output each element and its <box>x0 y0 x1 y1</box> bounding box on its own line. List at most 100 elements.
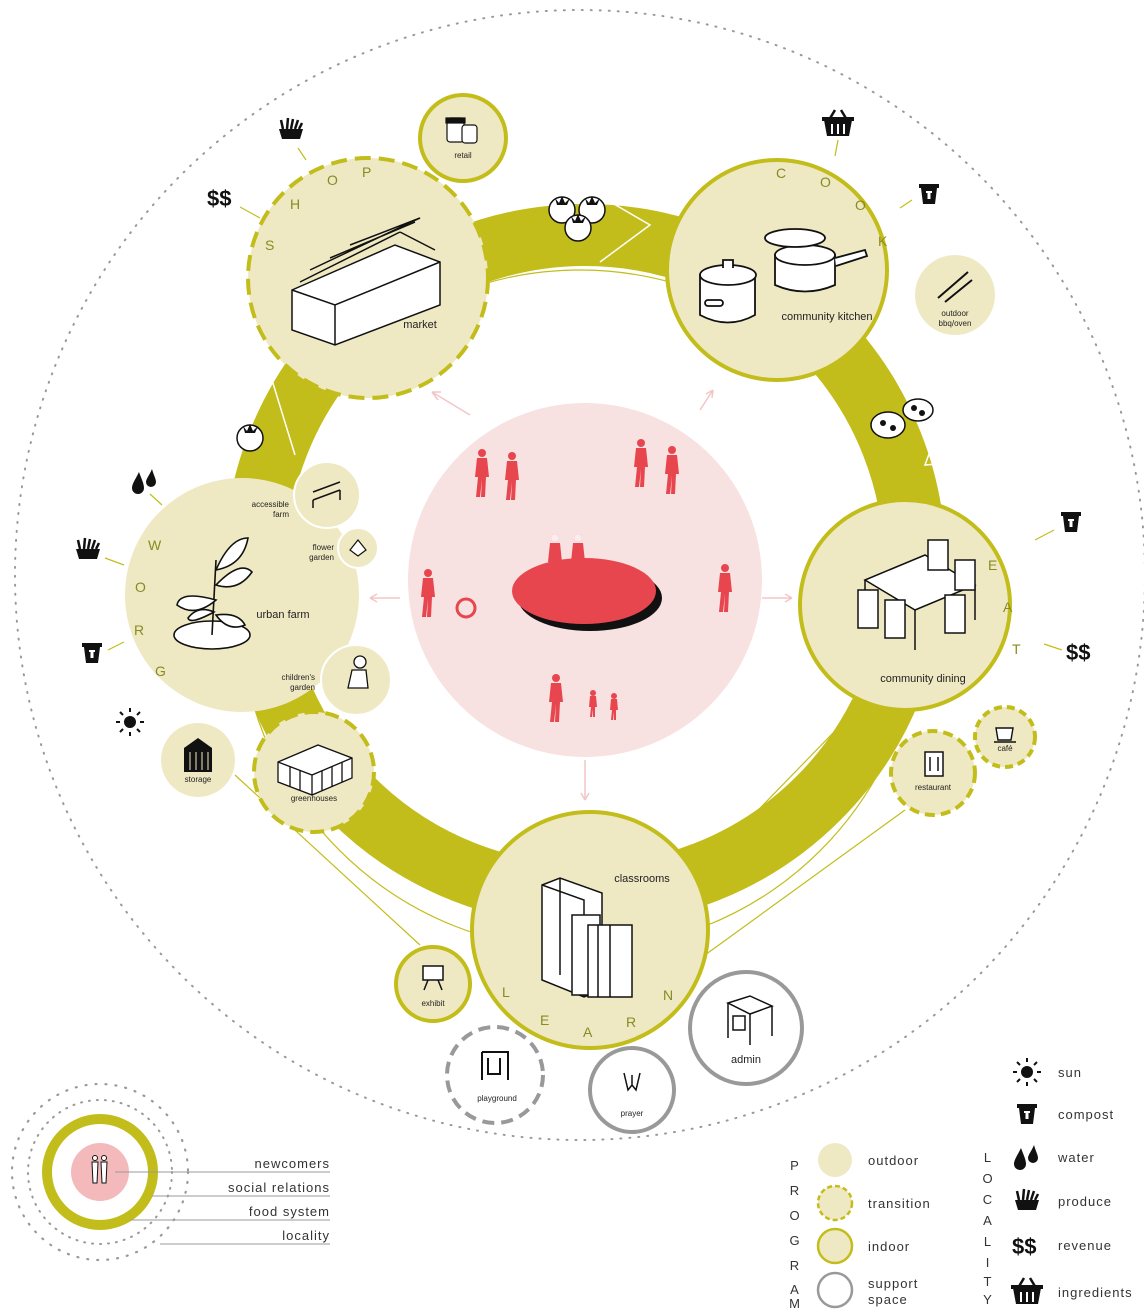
eat-letter: T <box>1012 641 1021 657</box>
greenhouses-satellite: greenhouses <box>252 710 376 834</box>
locality-letter: A <box>983 1213 993 1228</box>
cafe-satellite: café <box>973 705 1037 769</box>
playground-satellite: playground <box>445 1025 545 1125</box>
program-legend: P R O G R A M outdoor transition indoor … <box>789 1143 930 1310</box>
ingredients-basket-icon <box>820 108 856 138</box>
revenue-icon: $$ <box>1012 1234 1036 1259</box>
shop-letter: O <box>327 172 338 188</box>
locality-boundary <box>14 9 1144 1141</box>
shed-icon <box>184 738 212 772</box>
playground-label: playground <box>477 1094 517 1103</box>
flower-icon <box>349 539 367 557</box>
scale-legend-label: food system <box>249 1204 330 1219</box>
shop-letter: S <box>265 237 274 253</box>
program-letter: A <box>790 1282 800 1297</box>
exhibit-satellite: exhibit <box>394 945 472 1023</box>
program-legend-label: support <box>868 1276 918 1291</box>
produce-icon <box>277 116 305 141</box>
prayer-label: prayer <box>621 1109 644 1118</box>
scale-legend-label: locality <box>282 1228 330 1243</box>
coffee-cup-icon <box>994 727 1016 743</box>
locality-legend-label: compost <box>1058 1107 1114 1122</box>
tomato-icon <box>236 423 264 452</box>
couple-icon <box>91 1155 108 1184</box>
compost-bin-icon <box>82 643 102 663</box>
menu-icon <box>924 751 944 777</box>
indoor-swatch <box>816 1227 854 1265</box>
swing-icon <box>481 1051 509 1080</box>
classrooms-label: classrooms <box>614 873 670 885</box>
scale-legend-label: newcomers <box>255 1156 330 1171</box>
greenhouses-label: greenhouses <box>291 794 337 803</box>
admin-satellite: admin <box>688 970 804 1086</box>
program-letter: O <box>789 1208 800 1223</box>
shop-letter: P <box>362 164 371 180</box>
plant-icon <box>173 537 254 650</box>
bbq-oven-label: bbq/oven <box>939 319 972 328</box>
locality-legend: L O C A L I T Y sun compost water produc… <box>982 1057 1132 1307</box>
learn-letter: A <box>583 1024 593 1040</box>
cook-hub: community kitchen C O O K <box>665 158 889 382</box>
locality-letter: Y <box>983 1292 993 1307</box>
locality-legend-label: water <box>1057 1150 1095 1165</box>
produce-icon <box>74 536 102 561</box>
compost-bin-icon <box>1017 1104 1037 1124</box>
cafe-label: café <box>997 744 1013 753</box>
gathering-platform <box>512 558 656 624</box>
farm-label: farm <box>273 510 289 519</box>
child-gardening-icon <box>347 655 369 689</box>
program-legend-label: outdoor <box>868 1153 919 1168</box>
locality-letter: C <box>983 1192 993 1207</box>
community-kitchen-label: community kitchen <box>781 311 872 323</box>
grow-letter: O <box>135 579 146 595</box>
storage-label: storage <box>185 775 212 784</box>
eat-letter: A <box>1003 599 1013 615</box>
locality-letter: L <box>984 1150 992 1165</box>
water-drops-icon <box>1014 1145 1038 1170</box>
flower-garden-satellite: flower garden <box>309 527 379 569</box>
locality-legend-label: revenue <box>1058 1238 1112 1253</box>
flower-label: flower <box>313 543 335 552</box>
learn-letter: R <box>626 1014 636 1030</box>
cook-letter: O <box>855 197 866 213</box>
revenue-icon: $$ <box>207 186 231 211</box>
greenhouse-icon <box>277 744 353 796</box>
community-dining-label: community dining <box>880 673 966 685</box>
cook-letter: C <box>776 165 786 181</box>
easel-icon <box>422 965 444 981</box>
exhibit-label: exhibit <box>421 999 445 1008</box>
program-letter: R <box>790 1183 800 1198</box>
grow-letter: W <box>148 537 162 553</box>
tomato-icon <box>564 213 592 242</box>
revenue-icon: $$ <box>1066 640 1090 665</box>
program-legend-label: indoor <box>868 1239 910 1254</box>
scale-legend: newcomers social relations food system l… <box>10 1082 330 1262</box>
program-letter: M <box>789 1296 801 1310</box>
scale-legend-label: social relations <box>228 1180 330 1195</box>
cook-letter: O <box>820 174 831 190</box>
program-legend-label: space <box>868 1292 908 1307</box>
retail-satellite: retail <box>418 93 508 183</box>
shop-letter: H <box>290 196 300 212</box>
accessible-farm-satellite: accessible farm <box>252 461 361 529</box>
learn-letter: E <box>540 1012 549 1028</box>
restaurant-label: restaurant <box>915 783 952 792</box>
prayer-satellite: prayer <box>588 1046 676 1134</box>
sun-icon <box>1012 1057 1042 1087</box>
locality-letter: L <box>984 1234 992 1249</box>
admin-label: admin <box>731 1054 761 1066</box>
cook-letter: K <box>878 233 888 249</box>
program-letter: P <box>790 1158 800 1173</box>
learn-letter: N <box>663 987 673 1003</box>
garden-label: garden <box>290 683 315 692</box>
childrens-label: children's <box>281 673 315 682</box>
eat-hub: community dining E A T <box>798 498 1021 712</box>
desk-icon <box>726 995 774 1045</box>
support-space-swatch <box>816 1271 854 1309</box>
grow-letter: R <box>134 622 144 638</box>
plates-icon <box>870 398 934 439</box>
praying-hands-icon <box>623 1072 641 1092</box>
locality-legend-label: sun <box>1058 1065 1082 1080</box>
books-icon <box>541 877 633 998</box>
